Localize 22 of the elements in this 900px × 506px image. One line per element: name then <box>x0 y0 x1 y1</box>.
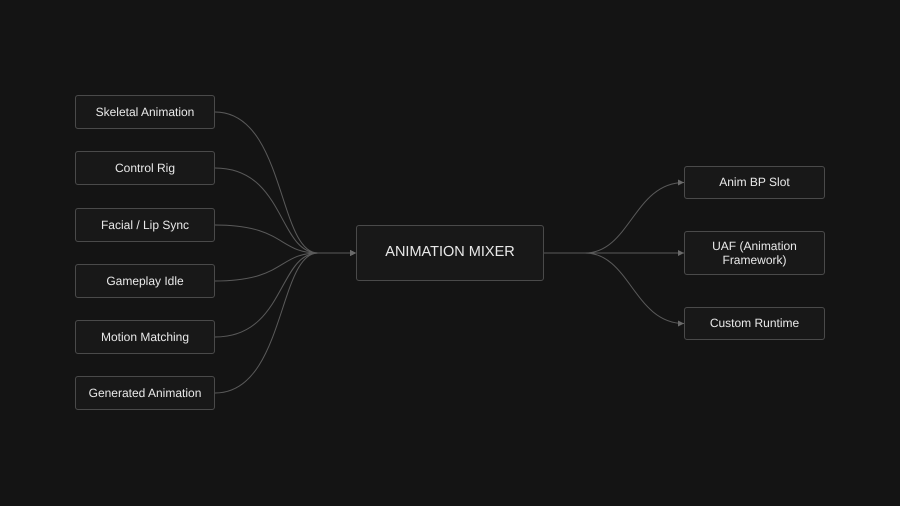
process-box <box>684 166 825 199</box>
node-label: Custom Runtime <box>710 316 800 331</box>
process-box <box>75 95 215 129</box>
node-label: Generated Animation <box>88 386 202 400</box>
node-label: Motion Matching <box>100 330 190 344</box>
process-box <box>684 307 825 340</box>
process-box <box>75 151 215 185</box>
process-box <box>75 264 215 298</box>
node-label: Skeletal Animation <box>96 104 194 120</box>
process-box <box>684 231 825 275</box>
node-label: Facial / Lip Sync <box>100 218 190 232</box>
connector-arrow <box>544 252 684 326</box>
node-label: Anim BP Slot <box>719 175 790 190</box>
process-box <box>75 376 215 410</box>
node-label: UAF (Animation Framework) <box>711 238 798 268</box>
mixer-box <box>356 225 544 281</box>
process-box <box>75 320 215 354</box>
connector-arrow <box>214 250 356 394</box>
process-box <box>75 208 215 242</box>
node-label: Control Rig <box>114 160 176 176</box>
node-label: ANIMATION MIXER <box>385 244 515 262</box>
node-label: Gameplay Idle <box>106 274 184 288</box>
